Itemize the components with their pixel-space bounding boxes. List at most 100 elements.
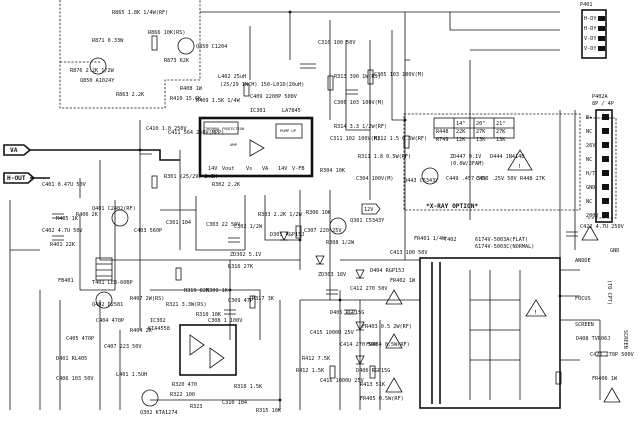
label-c405: C405 470P [66,336,94,342]
label-c411: C411 564 250V(MPP) [168,130,224,136]
p402a-pin8: 200V [586,213,599,219]
fbt-fr401: FR401 1/4W [414,236,446,242]
label-r865: R865 1.8K 1/4W(RF) [112,10,168,16]
label-r876: R876 2.2K 1/2W [70,68,115,74]
label-d401: D401 RL405 [56,356,87,362]
label-r313: R313 390 1W(RS) [334,74,381,80]
component-labels: R865 1.8K 1/4W(RF) R866 10K(RS) R871 0.3… [42,10,634,416]
label-q302: Q302 KTA1274 [140,410,177,416]
label-c301: C301 104 [166,220,191,226]
label-fr406: FR406 1W [592,376,618,382]
label-r306: R306 10K [306,210,332,216]
xray-bypass: (0.6W/2FAM) [450,161,484,167]
label-dy: (25/29 INCH) 150-L01D(20uH) [220,82,304,88]
label-c403: C403 560P [134,228,162,234]
ic301-thermal: THERMAL PROTECTION [205,127,244,131]
label-r408: R408 1W [180,86,203,92]
label-c416: C416 1000U 25V [320,378,364,384]
net-to-cpt: (TO CPT) [606,280,612,305]
label-fr404: FR404 0.5W(RF) [366,342,410,348]
xray-table-r1c3: 27K [496,129,506,135]
label-c302: C302 1/2W [234,224,263,230]
xray-table-h2: 20" [476,121,485,127]
label-c404: C404 470P [96,318,124,324]
ic301-part: LA7845 [282,108,301,114]
wiring [9,11,601,410]
label-r407: R407 2W(RS) [130,296,164,302]
label-c407: C407 223 50V [104,344,141,350]
label-r321: R321 3.3W(RS) [166,302,207,308]
label-r318: R318 1.5K [234,384,263,390]
ic302-ref: IC302 [150,318,166,324]
label-r412: R412 7.5K [302,356,331,362]
label-c413: C413 100 50V [390,250,427,256]
label-d408: D408 TVR06J [576,336,610,342]
label-q402: Q402 D2581 [92,302,123,308]
label-d406: D406 RGP15G [356,368,390,374]
label-c307: C307 220 25V [304,228,341,234]
label-d404: D404 RGP15J [370,268,404,274]
label-c303: C303 22 50V [206,222,240,228]
label-r863: R863 2.2K [116,92,145,98]
p401-connector: P401 H-DY H-DY V-DY V-DY [580,2,607,59]
net-labels: VA H-OUT 12V ANODE (TO CPT) FOCUS SCREEN… [3,144,628,349]
net-h-out: H-OUT [7,175,26,182]
p401-pin4: V-DY [584,46,597,52]
label-c304: C304 100V(M) [356,176,393,182]
label-fr405: FR405 0.5W(RF) [360,396,404,402]
p402a-pin7: NC [586,199,592,205]
label-r315: R315 10K [256,408,282,414]
p402a-connector: P402A 8P / 4P B+ NC 26V NC H/T GND NC 20… [586,94,617,223]
label-r871: R871 0.33W [92,38,124,44]
label-r866: R866 10K(RS) [148,30,185,36]
label-r873: R873 62K [164,58,190,64]
label-t401: T401 LEB-60BP [92,280,133,286]
label-c311: C311 102 100V(M) [330,136,380,142]
label-q401: Q401 C2482(RF) [92,206,136,212]
xray-table-r1c1: 22K [456,129,466,135]
net-12v: 12V [364,207,373,213]
label-r322: R322 100 [170,392,195,398]
label-q301: Q301 C5343Y [350,218,385,224]
vertical-module-dashed-box [59,0,201,109]
label-c309: C309 47P [228,298,253,304]
xray-table-r1c0: R448 [436,129,449,135]
label-r409: R409 1.5K 1/4W [196,98,241,104]
ic301-pin-vfb: V-FB [292,166,305,172]
xray-option-box: 14" 20" 21" R448 22K 27K 27K R749 12K 13… [403,113,581,211]
net-screen: SCREEN [575,322,594,328]
p402a-pin1: B+ [586,115,592,121]
label-c415: C415 1000U 25V [310,330,354,336]
net-anode: ANODE [575,258,591,264]
label-r314: R314 3.3 1/2W(RF) [334,124,387,130]
label-r405: R405 1K [56,216,79,222]
p402a-name: P402A [592,94,608,100]
label-r308: R308 1/2W [326,240,355,246]
ic301-pin-14v-b: 14V [278,166,287,172]
ic301-block: IC301 LA7845 THERMAL PROTECTION PUMP UP … [198,108,314,178]
label-q850b: Q850 C1204 [196,44,227,50]
label-d301: D301 RGP15J [270,232,304,238]
label-c308: C308 1 100V [208,318,242,324]
fbt-part-flat: 6174V-5003A(FLAT) [475,237,528,243]
label-r404: R404 2K [130,328,153,334]
label-c305: C305 103 100V(M) [374,72,424,78]
p401-pin1: H-DY [584,16,597,22]
svg-text:!: ! [518,164,521,170]
net-gnd: GND [610,248,619,254]
xray-table-r2c3: 13K [496,137,506,143]
label-c401: C401 0.47U 50V [42,182,86,188]
ic301-pin-14v-a: 14V [208,166,217,172]
ic301-pumpup: PUMP UP [280,128,297,133]
svg-text:!: ! [534,310,537,316]
label-r323: R323 [190,404,203,410]
ic301-ref: IC301 [250,108,266,114]
xray-c449: C449 .457 50V [446,176,487,182]
label-r301: R301 (25/29) 2.2K [164,174,218,180]
p402a-pin5: H/T [586,171,595,177]
label-r309: R309 1K [206,288,229,294]
ic301-pin-vout: Vout [222,166,235,172]
net-screen-vertical: SCREEN [622,330,628,349]
xray-zd447: ZD447 9.1V [450,154,481,160]
